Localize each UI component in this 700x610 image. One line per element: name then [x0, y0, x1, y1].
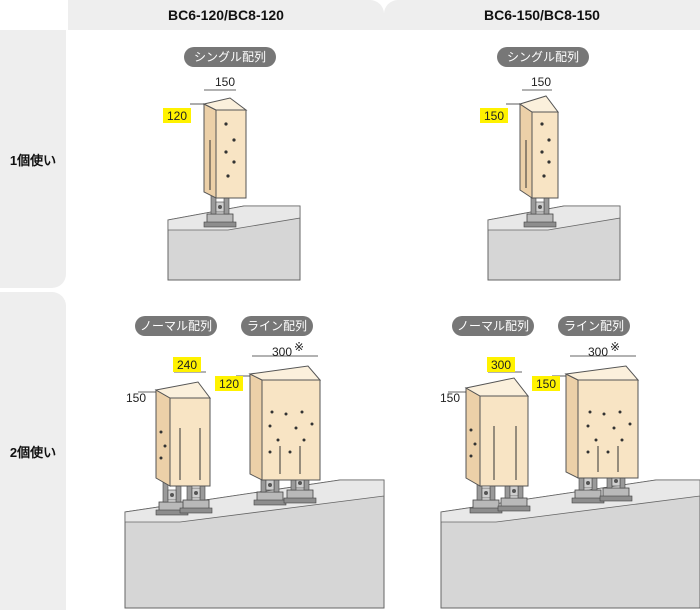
line-depth-dimension: 150: [536, 377, 556, 391]
width-highlight: [173, 357, 201, 372]
pill-normal-array: [135, 316, 217, 336]
post-side: [577, 379, 639, 479]
post-front: [565, 373, 579, 479]
post-front: [155, 389, 171, 487]
column-header-bc120: BC6-120/BC8-120: [68, 0, 384, 30]
pill-single-left: [184, 47, 276, 67]
line-width-note: ※: [610, 340, 620, 354]
foundation-top: [167, 205, 301, 231]
pill-label: ライン配列: [247, 319, 307, 333]
pill-line-array: [558, 316, 630, 336]
post-front: [249, 373, 263, 481]
line-width-note: ※: [294, 340, 304, 354]
normal-width-dimension: 240: [177, 358, 197, 372]
normal-width-dimension: 300: [491, 358, 511, 372]
post-side: [215, 109, 247, 199]
line-width-dimension: 300: [588, 345, 608, 359]
foundation-top: [440, 479, 700, 523]
panel-double-right: ノーマル配列 ライン配列 300 150 300 ※ 150: [440, 316, 700, 609]
pill-label: シングル配列: [194, 50, 266, 64]
post-top: [248, 365, 322, 381]
width-highlight: [487, 357, 515, 372]
post-top: [518, 95, 559, 113]
line-depth-dimension: 120: [219, 377, 239, 391]
post-side: [169, 397, 211, 487]
pill-label: シングル配列: [507, 50, 579, 64]
pill-single-right: [497, 47, 589, 67]
pill-normal-array: [452, 316, 534, 336]
post-top: [154, 381, 211, 399]
post-side: [531, 111, 559, 199]
row-header-double-use: 2個使い: [0, 292, 66, 610]
depth-dimension: 150: [484, 109, 504, 123]
panel-single-left: シングル配列 150 120: [163, 47, 301, 281]
post-side: [479, 395, 529, 487]
normal-depth-dimension: 150: [440, 391, 460, 405]
pill-label: ノーマル配列: [457, 319, 529, 333]
width-dimension: 150: [215, 75, 235, 89]
line-width-dimension: 300: [272, 345, 292, 359]
post-front: [465, 387, 481, 487]
column-header-bc150: BC6-150/BC8-150: [384, 0, 700, 30]
pill-label: ライン配列: [564, 319, 624, 333]
panel-double-left: ノーマル配列 ライン配列 240 150 300 ※ 120: [124, 316, 385, 609]
panel-single-right: シングル配列 150 150: [480, 47, 621, 281]
pill-label: ノーマル配列: [140, 319, 212, 333]
post-top: [202, 97, 248, 111]
post-top: [564, 365, 640, 381]
depth-highlight: [532, 376, 560, 391]
depth-dimension: 120: [167, 109, 187, 123]
normal-depth-dimension: 150: [126, 391, 146, 405]
pill-line-array: [241, 316, 313, 336]
depth-highlight: [163, 108, 191, 123]
width-dimension: 150: [531, 75, 551, 89]
post-top: [464, 377, 530, 397]
depth-highlight: [215, 376, 243, 391]
foundation-top: [487, 205, 621, 231]
depth-highlight: [480, 108, 508, 123]
post-side: [261, 379, 321, 481]
row-header-single-use: 1個使い: [0, 30, 66, 288]
